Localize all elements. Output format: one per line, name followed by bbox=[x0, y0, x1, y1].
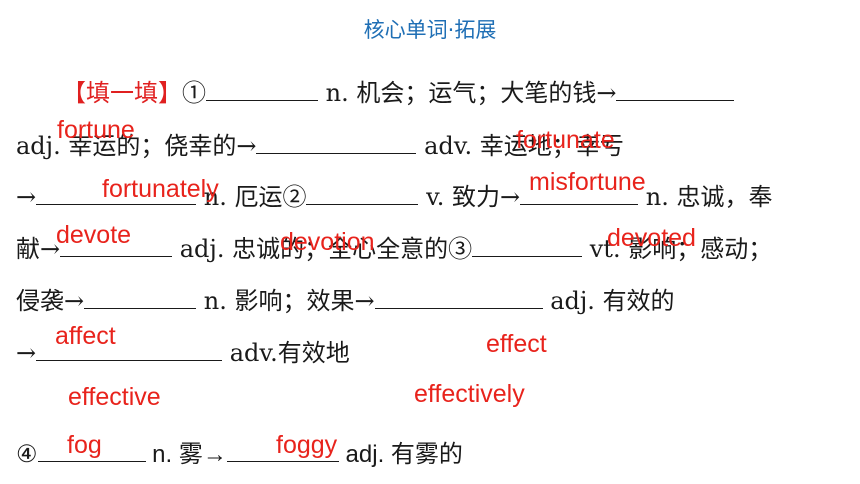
item-number-1: ① bbox=[182, 79, 206, 107]
answer-fog: fog bbox=[67, 431, 102, 459]
text-line-1: 【填一填】① n. 机会；运气；大笔的钱→ bbox=[62, 76, 735, 108]
blank-devote[interactable] bbox=[306, 180, 419, 205]
answer-devote: devote bbox=[56, 221, 132, 249]
line2-text-b: adv. 幸运地；幸亏 bbox=[416, 132, 624, 160]
text-line-6: → adv.有效地 bbox=[16, 336, 350, 368]
item-number-4: ④ bbox=[16, 441, 38, 468]
blank-foggy[interactable] bbox=[226, 437, 339, 462]
line7-text-a: n. 雾→ bbox=[145, 441, 227, 468]
blank-fortunately[interactable] bbox=[256, 129, 417, 154]
blank-misfortune[interactable] bbox=[36, 180, 197, 205]
blank-affect[interactable] bbox=[472, 232, 583, 257]
arrow: → bbox=[16, 339, 37, 367]
line1-text: n. 机会；运气；大笔的钱→ bbox=[318, 79, 617, 107]
blank-effectively[interactable] bbox=[36, 336, 223, 361]
blank-fortune[interactable] bbox=[206, 76, 318, 101]
text-line-7: ④ n. 雾→ adj. 有雾的 bbox=[16, 437, 463, 470]
line3-text-c: n. 忠诚，奉 bbox=[638, 183, 773, 211]
text-line-3: → n. 厄运② v. 致力→ n. 忠诚，奉 bbox=[16, 180, 773, 212]
line4-text-c: vt. 影响；感动； bbox=[582, 235, 773, 263]
fill-in-tag: 【填一填】 bbox=[62, 79, 182, 107]
blank-devotion[interactable] bbox=[520, 180, 639, 205]
answer-foggy: foggy bbox=[276, 431, 338, 459]
line3-text-a: n. 厄运② bbox=[196, 183, 307, 211]
answer-devotion: devotion bbox=[280, 228, 375, 256]
blank-devoted[interactable] bbox=[60, 232, 173, 257]
answer-fortunate: fortunate bbox=[516, 126, 615, 154]
text-line-2: adj. 幸运的；侥幸的→ adv. 幸运地；幸亏 bbox=[16, 129, 624, 161]
line5-text-b: n. 影响；效果→ bbox=[196, 287, 375, 315]
answer-misfortune: misfortune bbox=[529, 168, 646, 196]
answer-fortune: fortune bbox=[57, 116, 135, 144]
answer-effect: effect bbox=[486, 330, 547, 358]
line4-text-b: adj. 忠诚的；全心全意的③ bbox=[172, 235, 473, 263]
text-line-4: 献→ adj. 忠诚的；全心全意的③ vt. 影响；感动； bbox=[16, 232, 772, 264]
answer-devoted: devoted bbox=[607, 224, 696, 252]
page-title: 核心单词·拓展 bbox=[363, 18, 497, 42]
line5-text-c: adj. 有效的 bbox=[542, 287, 675, 315]
answer-affect: affect bbox=[55, 322, 116, 350]
answer-fortunately: fortunately bbox=[102, 175, 219, 203]
arrow: → bbox=[16, 183, 37, 211]
line5-text-a: 侵袭→ bbox=[16, 287, 85, 315]
line3-text-b: v. 致力→ bbox=[418, 183, 521, 211]
blank-effect[interactable] bbox=[84, 284, 197, 309]
text-line-5: 侵袭→ n. 影响；效果→ adj. 有效的 bbox=[16, 284, 675, 316]
line4-text-a: 献→ bbox=[16, 235, 61, 263]
line2-text-a: adj. 幸运的；侥幸的→ bbox=[16, 132, 257, 160]
blank-effective[interactable] bbox=[374, 284, 543, 309]
line6-text: adv.有效地 bbox=[222, 339, 350, 367]
blank-fortunate[interactable] bbox=[616, 76, 735, 101]
answer-effective: effective bbox=[68, 383, 161, 411]
answer-effectively: effectively bbox=[414, 380, 525, 408]
blank-fog[interactable] bbox=[37, 437, 146, 462]
line7-text-b: adj. 有雾的 bbox=[338, 441, 463, 468]
